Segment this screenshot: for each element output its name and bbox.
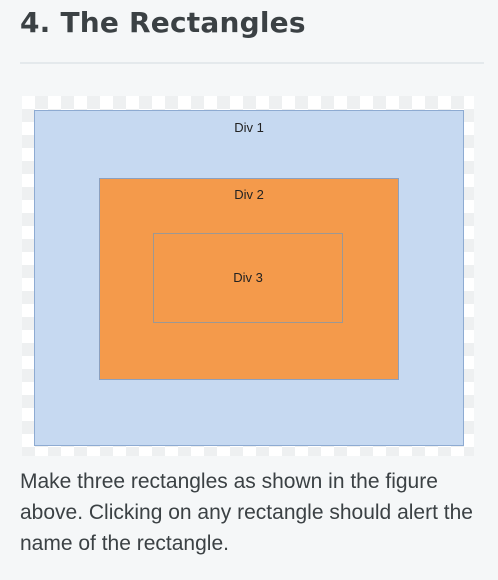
task-description: Make three rectangles as shown in the fi… [20, 470, 473, 555]
section-title: 4. The Rectangles [20, 6, 306, 39]
rectangles-figure: Div 1 Div 2 Div 3 [22, 96, 474, 456]
div-2-label: Div 2 [234, 187, 264, 202]
div-1-rectangle: Div 1 Div 2 Div 3 [34, 110, 464, 446]
div-3-rectangle: Div 3 [153, 233, 343, 323]
div-1-label: Div 1 [234, 120, 264, 135]
title-divider [20, 62, 484, 64]
div-2-rectangle: Div 2 Div 3 [99, 178, 399, 380]
div-3-label: Div 3 [233, 270, 263, 285]
